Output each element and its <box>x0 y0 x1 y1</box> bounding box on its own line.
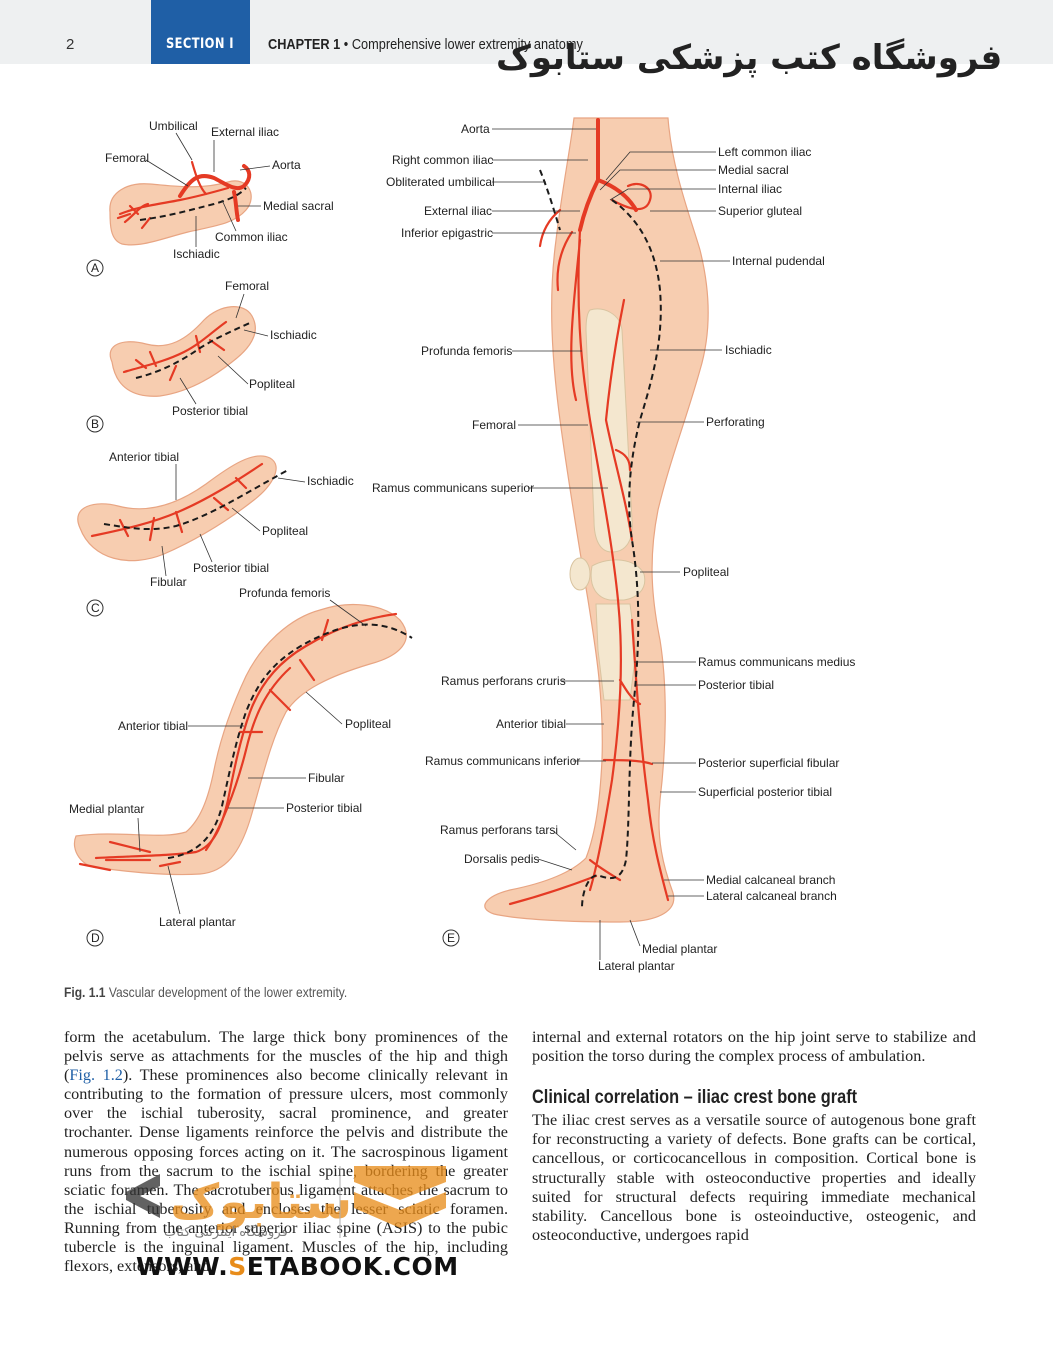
e-label-ramus-perforans-tarsi: Ramus perforans tarsi <box>440 823 558 837</box>
e-label-posterior-tibial: Posterior tibial <box>698 678 774 692</box>
url-part: WWW. <box>136 1252 229 1281</box>
panel-b-letter: B <box>91 417 99 431</box>
e-label-ramus-perforans-cruris: Ramus perforans cruris <box>441 674 566 688</box>
url-part: S <box>228 1252 247 1281</box>
watermark-logo-text: ستابوک <box>170 1174 352 1230</box>
watermark-logo-subtext: فروشگاه اینترنتی کتاب <box>164 1224 288 1240</box>
e-label-ischiadic: Ischiadic <box>725 343 772 357</box>
panel-e-right-labels: Left common iliac Medial sacral Internal… <box>598 145 855 973</box>
panel-b-marker <box>86 415 104 433</box>
c-label-posterior-tibial: Posterior tibial <box>193 561 269 575</box>
panel-d-marker <box>86 929 104 947</box>
panel-d-letter: D <box>91 931 100 945</box>
e-label-internal-iliac: Internal iliac <box>718 182 782 196</box>
caption-label: Fig. 1.1 <box>64 984 106 1000</box>
e-label-aorta: Aorta <box>461 122 490 136</box>
panel-a-letter: A <box>91 261 99 275</box>
e-label-ramus-communicans-inferior: Ramus communicans inferior <box>425 754 580 768</box>
e-label-profunda-femoris: Profunda femoris <box>421 344 512 358</box>
b-label-ischiadic: Ischiadic <box>270 328 317 342</box>
e-label-perforating: Perforating <box>706 415 765 429</box>
chapter-title: Comprehensive lower extremity anatomy <box>351 36 583 53</box>
d-label-popliteal: Popliteal <box>345 717 391 731</box>
label-external-iliac: External iliac <box>211 125 279 139</box>
watermark-logo: ستابوک فروشگاه اینترنتی کتاب <box>126 1166 446 1240</box>
chapter-heading: CHAPTER 1 • Comprehensive lower extremit… <box>268 36 583 53</box>
b-label-popliteal: Popliteal <box>249 377 295 391</box>
e-label-lateral-calcaneal-branch: Lateral calcaneal branch <box>706 889 837 903</box>
book-stack-icon <box>354 1166 446 1228</box>
d-label-lateral-plantar: Lateral plantar <box>159 915 236 929</box>
e-label-ramus-communicans-medius: Ramus communicans medius <box>698 655 855 669</box>
persian-watermark: فروشگاه کتب پزشکی ستابوک <box>496 38 1003 78</box>
e-label-obliterated-umbilical: Obliterated umbilical <box>386 175 495 189</box>
e-label-superior-gluteal: Superior gluteal <box>718 204 802 218</box>
c-label-fibular: Fibular <box>150 575 187 589</box>
c-label-popliteal: Popliteal <box>262 524 308 538</box>
e-label-external-iliac: External iliac <box>424 204 492 218</box>
label-umbilical: Umbilical <box>149 119 198 133</box>
patella-bone <box>569 557 591 591</box>
caption-text: Vascular development of the lower extrem… <box>108 984 348 1000</box>
e-label-internal-pudendal: Internal pudendal <box>732 254 825 268</box>
panel-e-letter: E <box>447 931 455 945</box>
section-heading: Clinical correlation – iliac crest bone … <box>532 1087 858 1109</box>
e-label-medial-calcaneal-branch: Medial calcaneal branch <box>706 873 835 887</box>
e-label-superficial-posterior-tibial: Superficial posterior tibial <box>698 785 832 799</box>
e-label-left-common-iliac: Left common iliac <box>718 145 811 159</box>
e-label-dorsalis-pedis: Dorsalis pedis <box>464 852 539 866</box>
e-label-medial-plantar: Medial plantar <box>642 942 717 956</box>
paragraph: The iliac crest serves as a versatile so… <box>532 1111 976 1244</box>
chevron-icon <box>126 1174 160 1218</box>
panel-b: Femoral Ischiadic Popliteal Posterior ti… <box>86 279 317 433</box>
e-label-inferior-epigastric: Inferior epigastric <box>401 226 493 240</box>
chapter-number: CHAPTER 1 <box>268 36 341 53</box>
chapter-bullet: • <box>343 36 349 53</box>
section-label: SECTION I <box>166 36 234 52</box>
panel-a: Umbilical External iliac Femoral Aorta M… <box>86 119 334 277</box>
panel-a-labels: Umbilical External iliac Femoral Aorta M… <box>105 119 334 261</box>
url-part: ETABOOK.COM <box>246 1252 459 1281</box>
c-label-ischiadic: Ischiadic <box>307 474 354 488</box>
e-label-ramus-communicans-superior: Ramus communicans superior <box>372 481 534 495</box>
d-label-profunda-femoris: Profunda femoris <box>239 586 330 600</box>
d-label-medial-plantar: Medial plantar <box>69 802 144 816</box>
page-number: 2 <box>66 36 75 53</box>
e-label-right-common-iliac: Right common iliac <box>392 153 493 167</box>
e-label-femoral: Femoral <box>472 418 516 432</box>
d-label-anterior-tibial: Anterior tibial <box>118 719 188 733</box>
b-label-posterior-tibial: Posterior tibial <box>172 404 248 418</box>
figure-caption: Fig. 1.1 Vascular development of the low… <box>64 984 347 1000</box>
d-label-posterior-tibial: Posterior tibial <box>286 801 362 815</box>
panel-c: Anterior tibial Ischiadic Popliteal Post… <box>77 450 354 617</box>
e-label-posterior-superficial-fibular: Posterior superficial fibular <box>698 756 839 770</box>
vascular-figure: .skin{fill:#f7cdb0;stroke:#e8a583;stroke… <box>69 117 855 973</box>
c-label-anterior-tibial: Anterior tibial <box>109 450 179 464</box>
label-medial-sacral: Medial sacral <box>263 199 334 213</box>
watermark-url: WWW.SETABOOK.COM <box>136 1252 459 1281</box>
panel-c-letter: C <box>91 601 100 615</box>
label-ischiadic: Ischiadic <box>173 247 220 261</box>
b-label-femoral: Femoral <box>225 279 269 293</box>
section-tab <box>151 0 250 64</box>
text-span: form the acetabulum. The large thick bon… <box>64 1028 508 1085</box>
d-label-fibular: Fibular <box>308 771 345 785</box>
e-label-popliteal: Popliteal <box>683 565 729 579</box>
panel-c-marker <box>86 599 104 617</box>
panel-e-marker <box>442 929 460 947</box>
label-femoral: Femoral <box>105 151 149 165</box>
panel-d: Profunda femoris Anterior tibial Poplite… <box>69 586 413 947</box>
paragraph: internal and external rotators on the hi… <box>532 1028 976 1066</box>
label-aorta: Aorta <box>272 158 301 172</box>
tibia-bone <box>595 603 637 701</box>
figure-reference-link[interactable]: Fig. 1.2 <box>69 1066 123 1085</box>
panel-e-left-labels: Aorta Right common iliac Obliterated umb… <box>372 122 614 871</box>
panel-e: Aorta Right common iliac Obliterated umb… <box>372 117 855 973</box>
e-label-medial-sacral: Medial sacral <box>718 163 789 177</box>
body-column-right: internal and external rotators on the hi… <box>532 1028 976 1245</box>
label-common-iliac: Common iliac <box>215 230 288 244</box>
panel-a-marker <box>86 259 104 277</box>
e-label-lateral-plantar: Lateral plantar <box>598 959 675 973</box>
e-label-anterior-tibial: Anterior tibial <box>496 717 566 731</box>
